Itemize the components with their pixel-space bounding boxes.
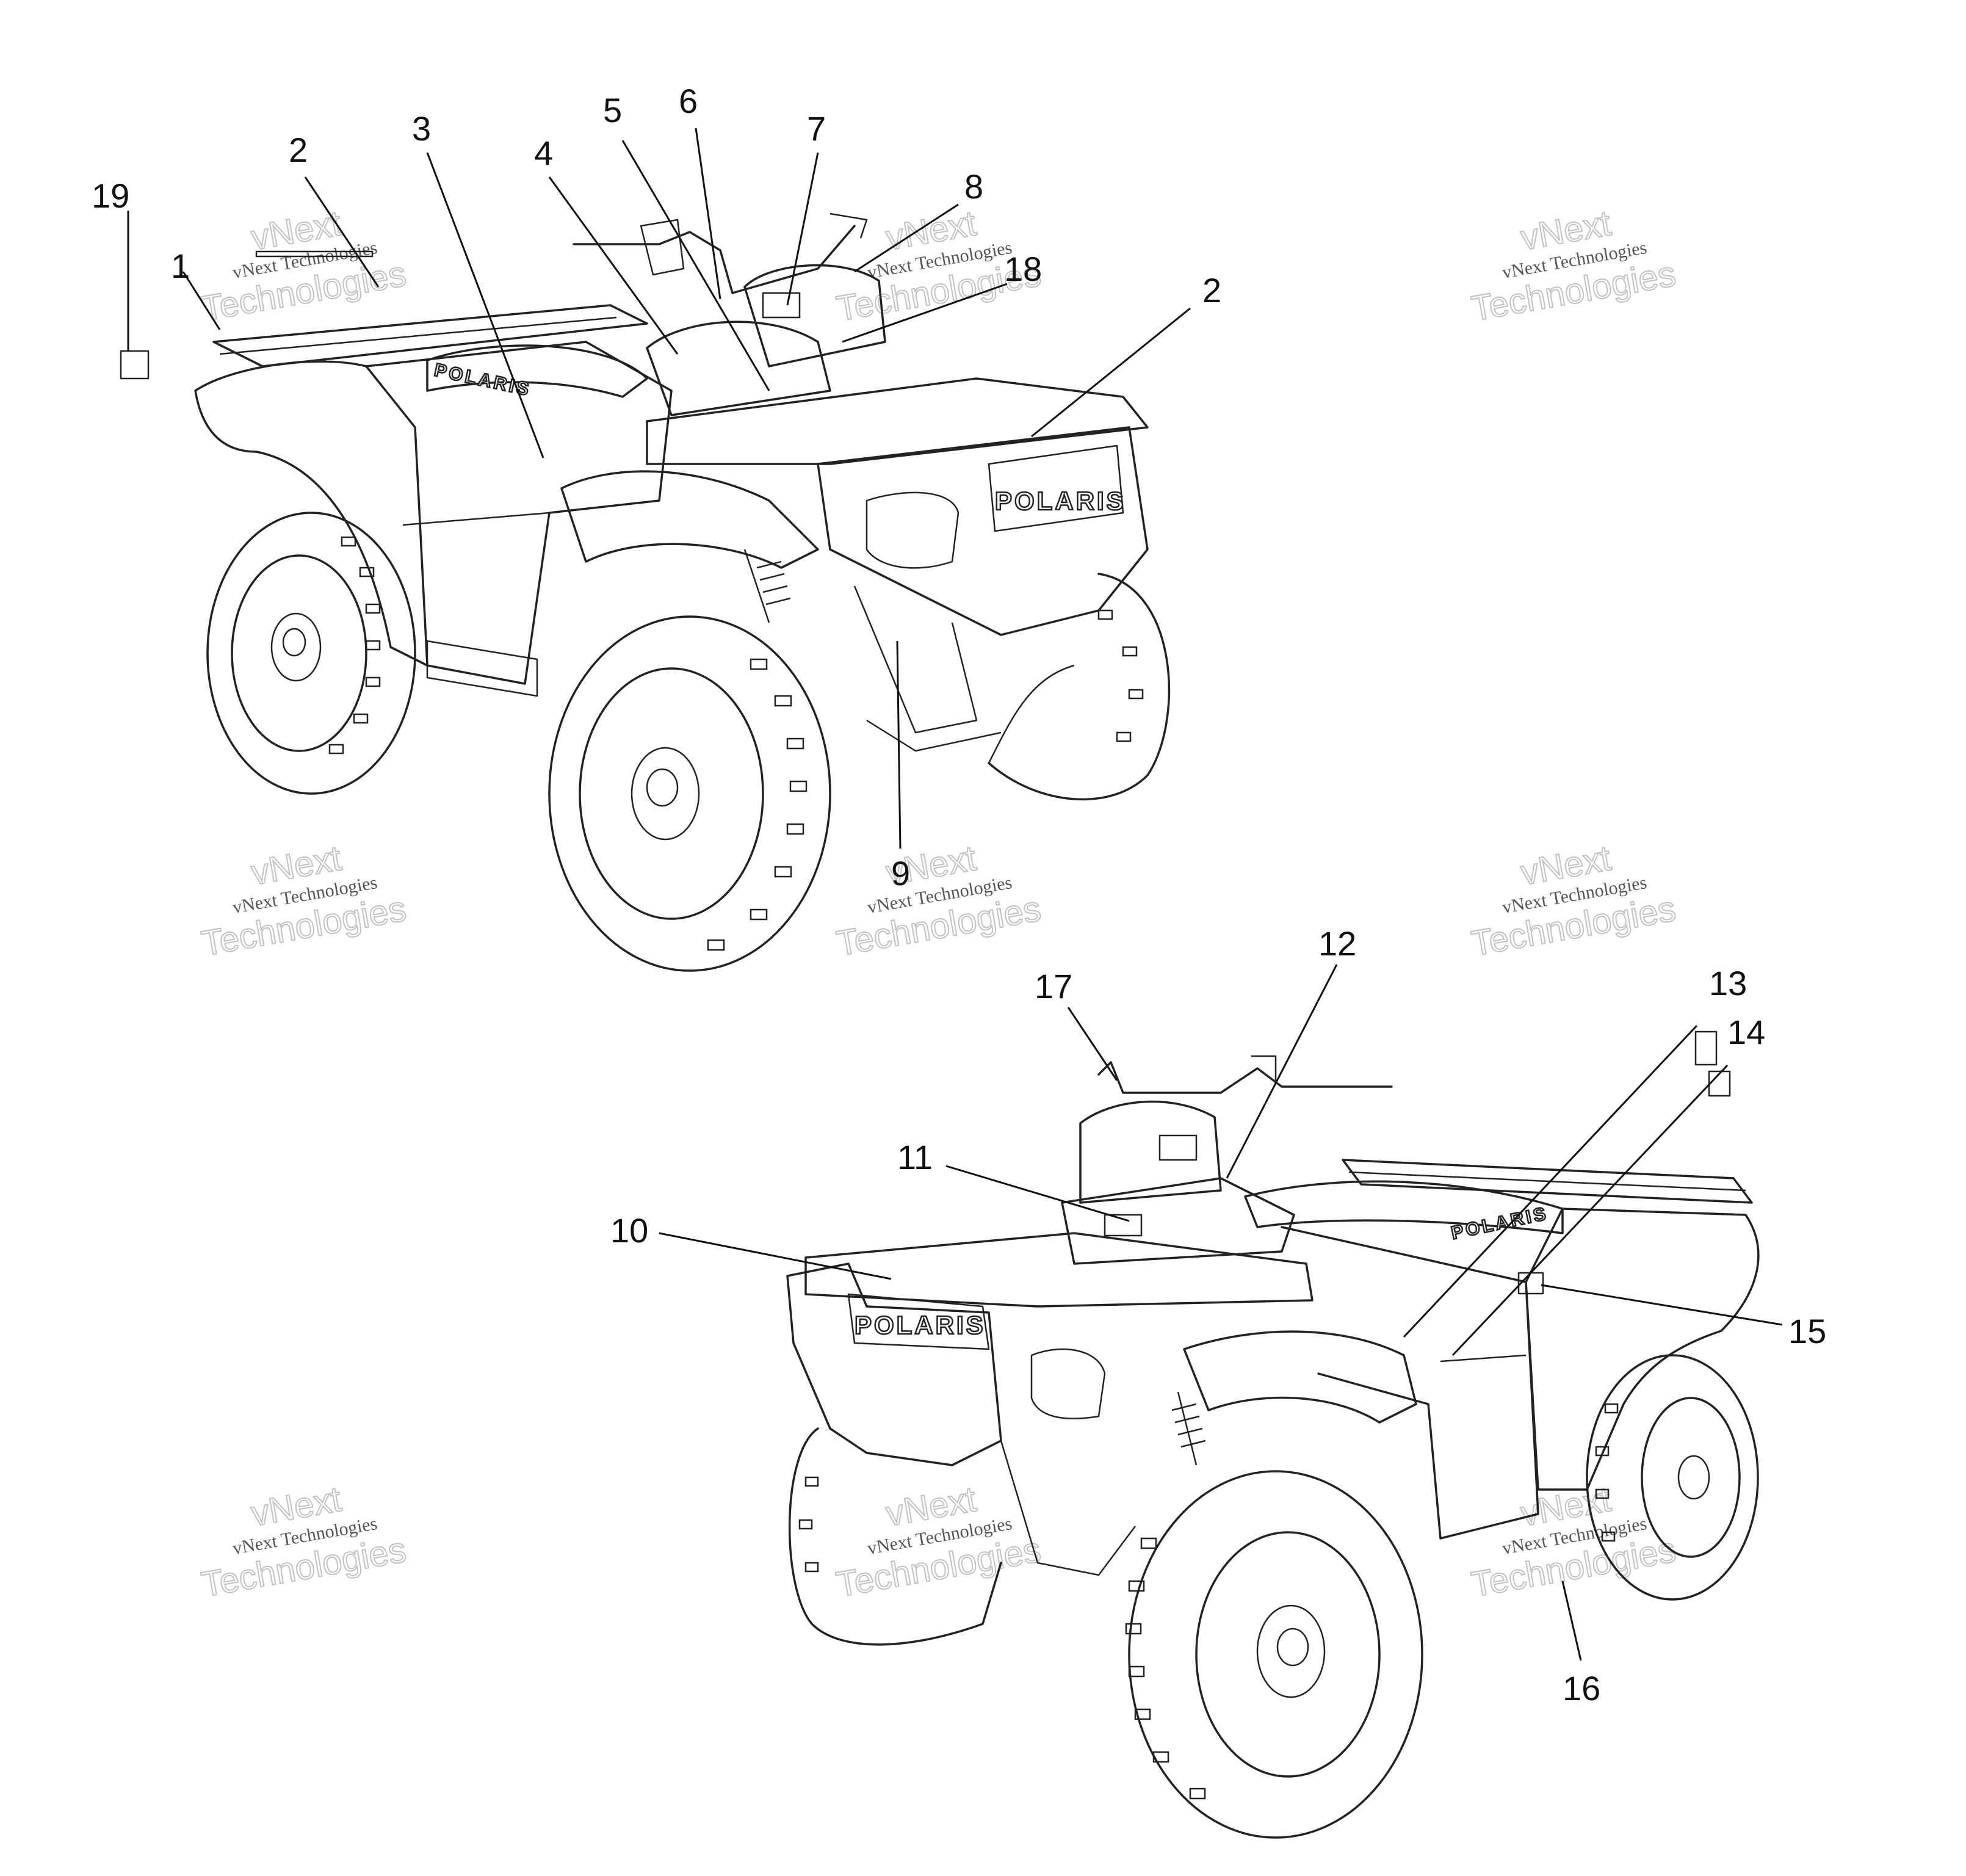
callout-15: 15 <box>1788 1312 1826 1350</box>
callout-13: 13 <box>1709 964 1747 1002</box>
decal-2-strip <box>255 250 374 258</box>
atv-bottom-view: POLARIS POLARIS <box>786 1055 1760 1839</box>
headlight-pod <box>743 264 886 368</box>
callout-8: 8 <box>964 167 983 206</box>
callout-7: 7 <box>807 109 826 148</box>
leader-lines <box>127 128 1783 1661</box>
side-logo: POLARIS <box>433 360 533 400</box>
front-right-wheel <box>988 573 1171 801</box>
callout-11: 11 <box>897 1138 933 1176</box>
fuel-tank <box>646 321 831 416</box>
rear-fender <box>1525 1208 1760 1491</box>
rear-left-wheel <box>206 512 416 795</box>
side-logo: POLARIS <box>1450 1203 1550 1244</box>
callout-17: 17 <box>1035 967 1072 1005</box>
tire-tread <box>798 1403 1619 1800</box>
callout-9: 9 <box>891 854 910 893</box>
watermark: vNext vNext Technologies Technologies <box>1467 203 1679 330</box>
watermark: vNext vNext Technologies Technologies <box>833 203 1044 330</box>
decals <box>120 250 1731 1295</box>
front-logo: POLARIS <box>995 487 1126 515</box>
handlebar <box>1097 1061 1393 1094</box>
front-hood <box>804 1232 1314 1308</box>
rear-rack <box>1342 1159 1753 1204</box>
front-near-wheel <box>1128 1470 1423 1839</box>
rear-right-wheel <box>1586 1354 1759 1601</box>
callout-16: 16 <box>1563 1669 1600 1708</box>
watermark: vNext vNext Technologies Technologies <box>1467 838 1679 965</box>
handlebar <box>573 225 856 294</box>
fuel-tank <box>1061 1177 1295 1265</box>
footwell <box>426 640 538 697</box>
watermark: vNext vNext Technologies Technologies <box>198 838 410 965</box>
callout-12: 12 <box>1318 924 1356 963</box>
callout-4: 4 <box>534 134 553 172</box>
decal-15 <box>1517 1272 1544 1295</box>
callout-3: 3 <box>412 109 431 148</box>
callout-labels: 19 1 2 3 4 5 6 7 8 18 2 9 17 12 13 14 11… <box>92 82 1826 1708</box>
decal-13 <box>1694 1030 1718 1066</box>
callout-2-front: 2 <box>1202 271 1221 310</box>
watermark: vNext vNext Technologies Technologies <box>198 203 410 330</box>
callout-5: 5 <box>603 91 622 129</box>
rear-fender <box>194 360 428 667</box>
rear-rack <box>212 304 648 368</box>
front-logo: POLARIS <box>855 1311 986 1339</box>
front-shock <box>1171 1391 1206 1466</box>
watermark: vNext vNext Technologies Technologies <box>833 1479 1044 1606</box>
seat <box>426 344 648 398</box>
watermark: vNext vNext Technologies Technologies <box>198 1479 410 1606</box>
front-bumper <box>817 426 1149 636</box>
front-far-wheel <box>789 1427 1002 1646</box>
atv-top-view: POLARIS POLARIS <box>194 212 1171 972</box>
callout-6: 6 <box>679 82 698 120</box>
callout-2-rear: 2 <box>289 131 308 169</box>
decal-14 <box>1708 1070 1731 1097</box>
front-shock <box>743 549 791 623</box>
front-left-wheel <box>548 615 831 972</box>
front-bumper <box>786 1262 1002 1466</box>
decal-19 <box>120 350 150 380</box>
callout-10: 10 <box>610 1211 648 1250</box>
callout-1: 1 <box>171 247 190 285</box>
front-fender <box>560 470 819 569</box>
tire-tread <box>328 536 1144 951</box>
callout-19: 19 <box>92 176 129 215</box>
seat <box>1244 1180 1564 1234</box>
callout-18: 18 <box>1004 250 1042 288</box>
callout-14: 14 <box>1727 1013 1765 1051</box>
front-fender <box>1183 1330 1417 1424</box>
watermark-group: vNext vNext Technologies Technologies vN… <box>198 203 1679 1606</box>
headlight-pod <box>1079 1100 1222 1204</box>
front-hood <box>646 377 1149 465</box>
watermark: vNext vNext Technologies Technologies <box>833 838 1044 965</box>
